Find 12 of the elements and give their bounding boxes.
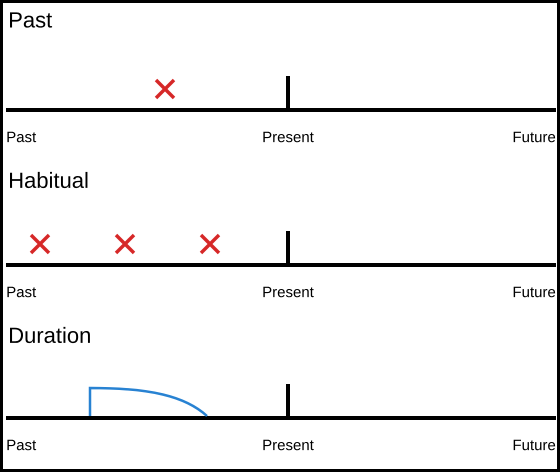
section-title: Past <box>10 12 52 28</box>
timeline-label: Future <box>514 286 556 298</box>
timeline-label: Past <box>7 132 36 142</box>
section-title: Duration <box>10 326 90 344</box>
timeline-label: Future <box>514 132 556 142</box>
timeline-label: Future <box>514 440 556 450</box>
timeline-label: Past <box>7 440 36 450</box>
section-title: Habitual <box>10 172 88 188</box>
timeline-label: Past <box>7 286 36 298</box>
timeline-label: Present <box>263 132 314 142</box>
timeline-label: Present <box>263 440 314 450</box>
timeline-label: Present <box>263 286 314 298</box>
